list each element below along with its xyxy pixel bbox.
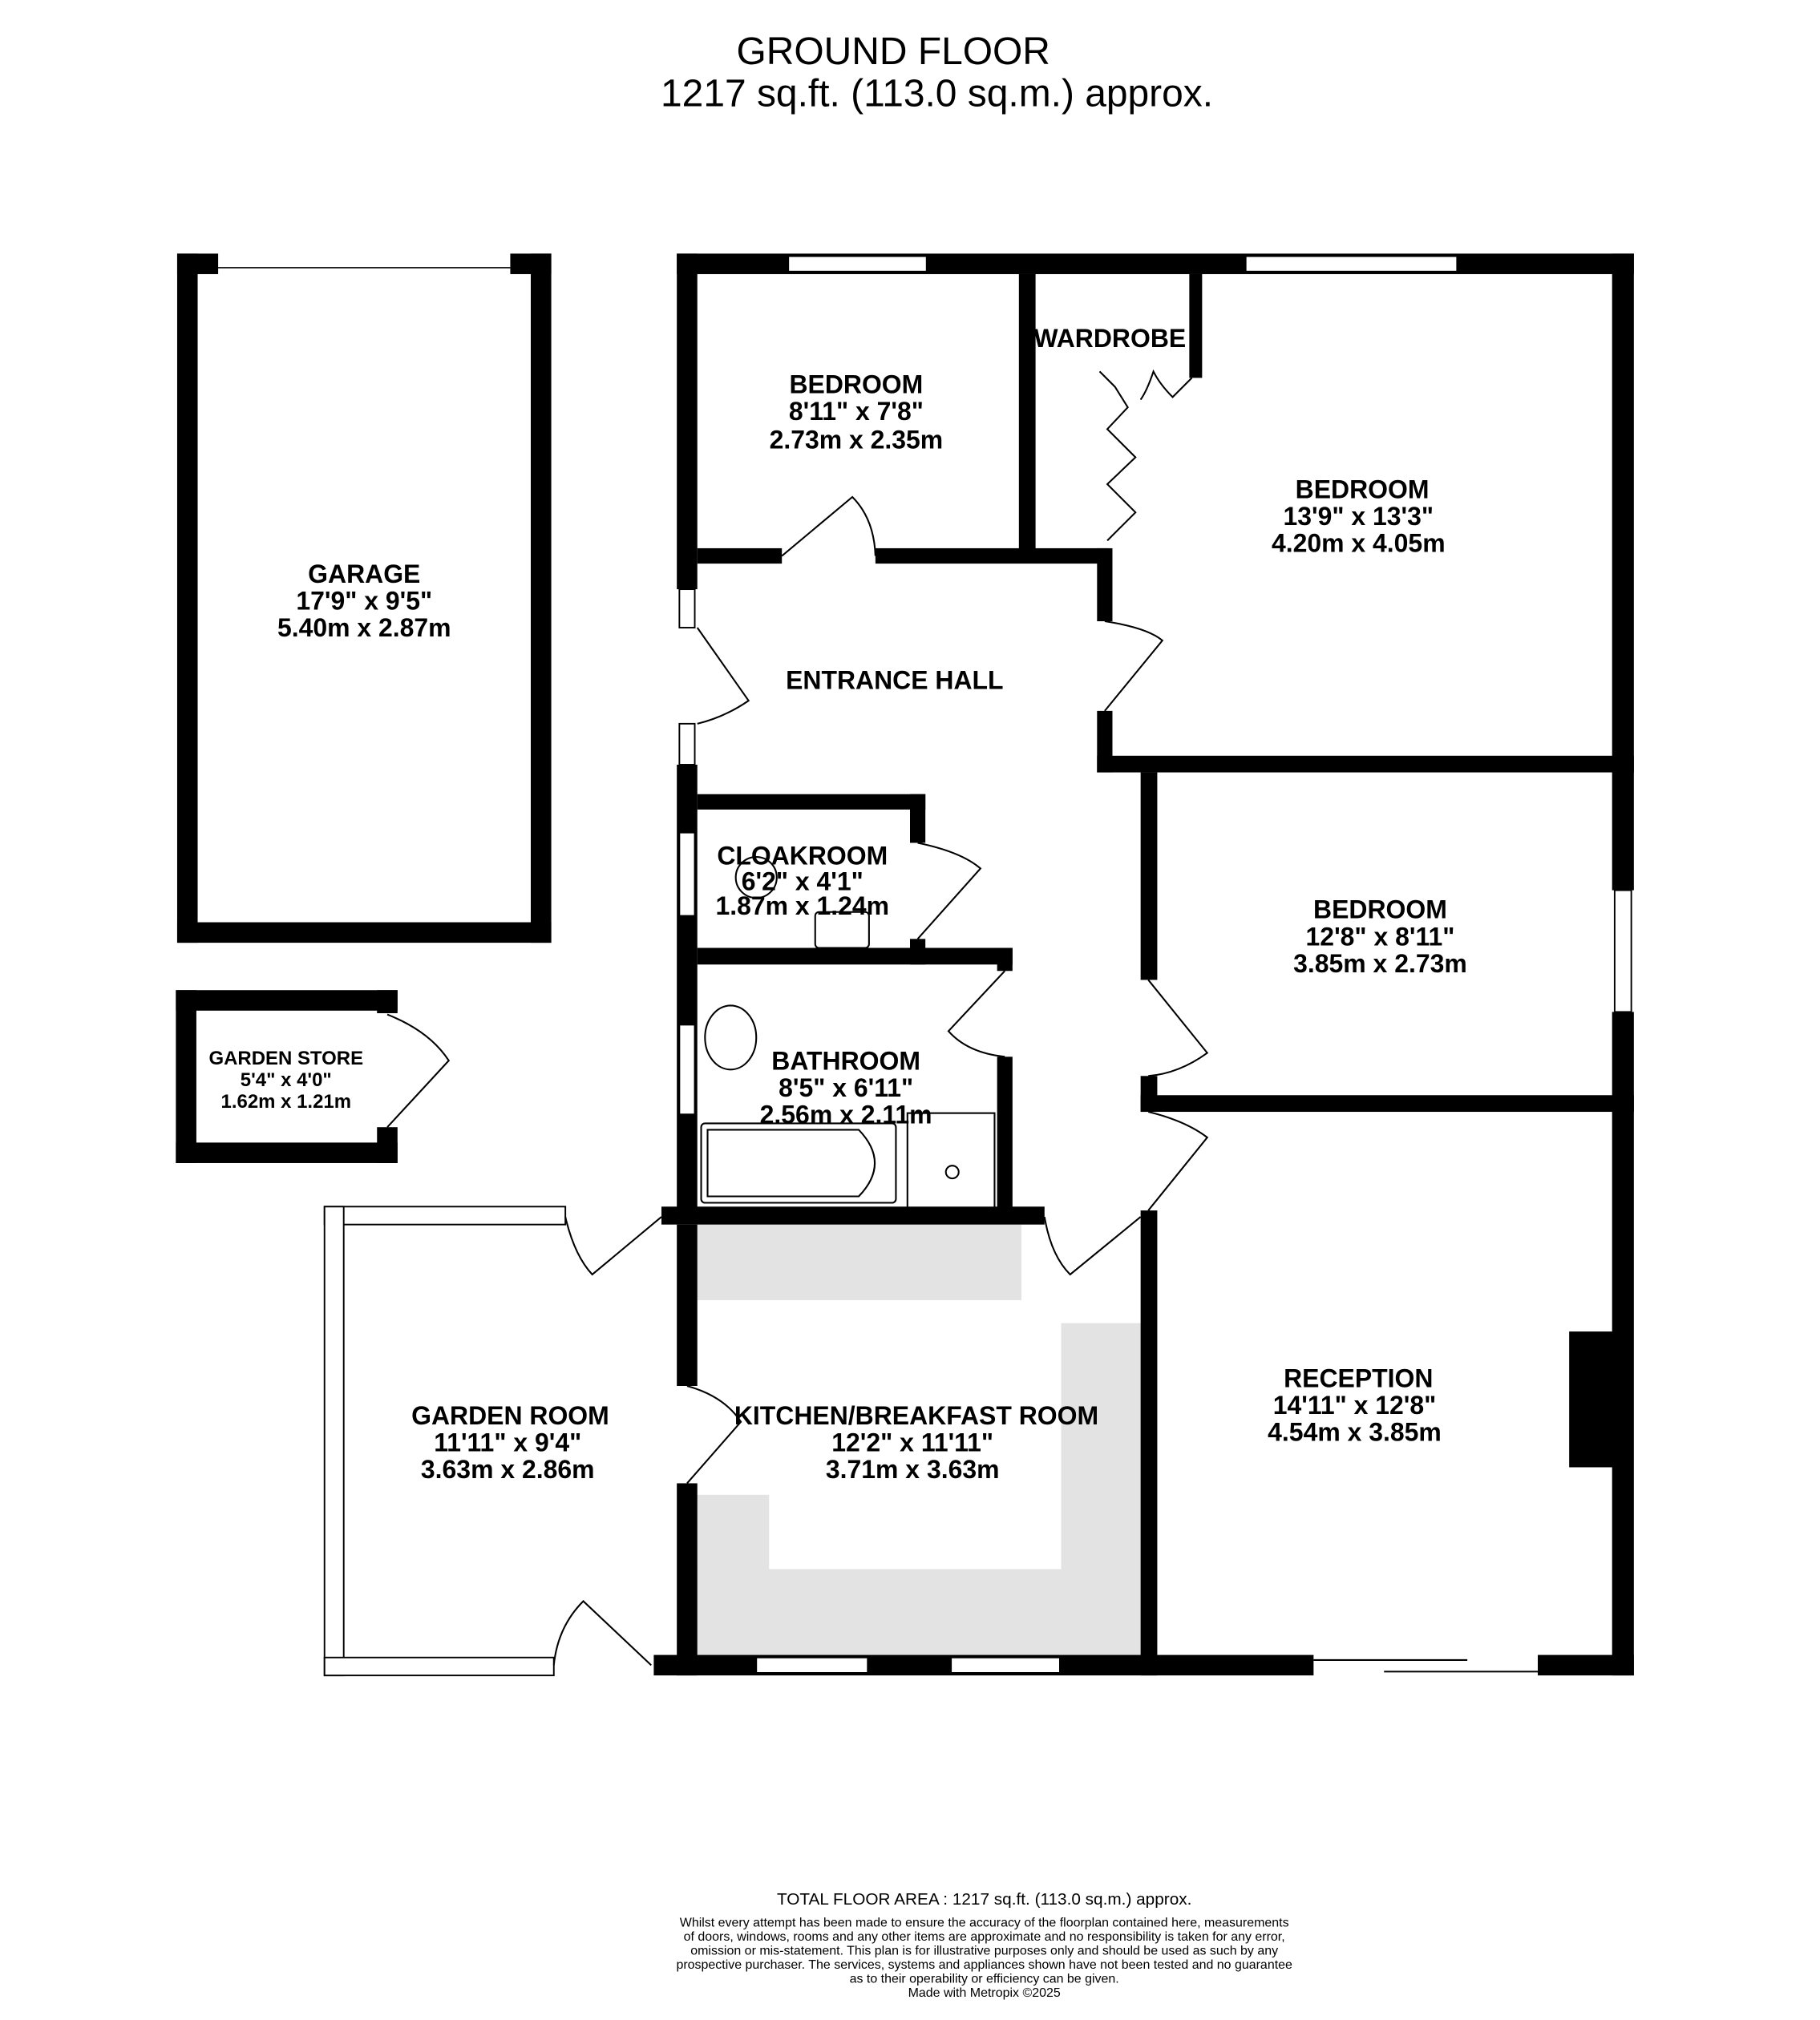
svg-text:2.73m x 2.35m: 2.73m x 2.35m: [770, 425, 944, 454]
svg-text:2.56m x 2.11m: 2.56m x 2.11m: [760, 1100, 932, 1129]
label-kitchen: KITCHEN/BREAKFAST ROOM 12'2" x 11'11" 3.…: [734, 1401, 1098, 1484]
svg-text:5.40m x 2.87m: 5.40m x 2.87m: [277, 613, 451, 642]
svg-text:12'2" x 11'11": 12'2" x 11'11": [831, 1428, 993, 1457]
kitchen-units: [697, 1224, 1141, 1655]
disclaimer-line: omission or mis-statement. This plan is …: [690, 1945, 1278, 1958]
svg-text:8'11" x 7'8": 8'11" x 7'8": [789, 397, 924, 426]
svg-text:3.63m x 2.86m: 3.63m x 2.86m: [421, 1455, 595, 1484]
label-garden-store: GARDEN STORE 5'4" x 4'0" 1.62m x 1.21m: [209, 1048, 364, 1113]
disclaimer-line: of doors, windows, rooms and any other i…: [684, 1930, 1285, 1944]
svg-text:12'8" x 8'11": 12'8" x 8'11": [1306, 922, 1455, 951]
label-garden-room: GARDEN ROOM 11'11" x 9'4" 3.63m x 2.86m: [411, 1401, 609, 1484]
svg-text:17'9" x 9'5": 17'9" x 9'5": [296, 587, 432, 616]
svg-text:14'11" x 12'8": 14'11" x 12'8": [1273, 1391, 1437, 1420]
svg-text:BEDROOM: BEDROOM: [1313, 895, 1447, 924]
doors: [552, 369, 1209, 1666]
garden-store-walls: [176, 990, 451, 1163]
credit: Made with Metropix ©2025: [908, 1986, 1061, 2000]
disclaimer-line: prospective purchaser. The services, sys…: [676, 1958, 1292, 1972]
label-wardrobe: WARDROBE: [1033, 324, 1186, 353]
bath-icon: [700, 1122, 897, 1204]
header: GROUND FLOOR 1217 sq.ft. (113.0 sq.m.) a…: [661, 30, 1213, 115]
svg-text:RECEPTION: RECEPTION: [1284, 1364, 1433, 1393]
room-labels: GARAGE 17'9" x 9'5" 5.40m x 2.87m GARDEN…: [209, 324, 1467, 1484]
floor-title: GROUND FLOOR: [737, 30, 1050, 73]
house-walls: [653, 253, 1634, 1676]
svg-text:CLOAKROOM: CLOAKROOM: [717, 842, 888, 871]
svg-text:13'9" x 13'3": 13'9" x 13'3": [1284, 502, 1434, 531]
svg-text:BATHROOM: BATHROOM: [771, 1046, 920, 1075]
svg-text:8'5" x 6'11": 8'5" x 6'11": [779, 1073, 913, 1102]
svg-text:BEDROOM: BEDROOM: [1296, 475, 1430, 504]
svg-text:5'4" x 4'0": 5'4" x 4'0": [241, 1069, 332, 1091]
label-garage: GARAGE 17'9" x 9'5" 5.40m x 2.87m: [277, 560, 451, 642]
svg-text:GARDEN STORE: GARDEN STORE: [209, 1048, 364, 1069]
footer: TOTAL FLOOR AREA : 1217 sq.ft. (113.0 sq…: [676, 1890, 1292, 2000]
label-bedroom-2: BEDROOM 13'9" x 13'3" 4.20m x 4.05m: [1272, 475, 1446, 558]
svg-text:1.62m x 1.21m: 1.62m x 1.21m: [221, 1091, 351, 1113]
label-bedroom-3: BEDROOM 12'8" x 8'11" 3.85m x 2.73m: [1293, 895, 1467, 978]
label-cloakroom: CLOAKROOM 6'2" x 4'1" 1.87m x 1.24m: [715, 842, 889, 920]
svg-text:3.71m x 3.63m: 3.71m x 3.63m: [826, 1455, 1000, 1484]
svg-text:6'2" x 4'1": 6'2" x 4'1": [742, 867, 863, 896]
label-entrance-hall: ENTRANCE HALL: [786, 666, 1003, 695]
label-reception: RECEPTION 14'11" x 12'8" 4.54m x 3.85m: [1268, 1364, 1442, 1447]
shower-icon: [906, 1112, 996, 1209]
fireplace-icon: [1582, 1335, 1612, 1464]
svg-text:GARAGE: GARAGE: [308, 560, 420, 588]
svg-text:KITCHEN/BREAKFAST ROOM: KITCHEN/BREAKFAST ROOM: [734, 1401, 1098, 1430]
garden-store-door: [386, 1013, 451, 1128]
disclaimer-line: as to their operability or efficiency ca…: [850, 1973, 1119, 1986]
svg-text:BEDROOM: BEDROOM: [789, 370, 923, 399]
svg-text:GARDEN ROOM: GARDEN ROOM: [411, 1401, 609, 1430]
label-bathroom: BATHROOM 8'5" x 6'11" 2.56m x 2.11m: [760, 1046, 932, 1129]
floor-area: 1217 sq.ft. (113.0 sq.m.) approx.: [661, 73, 1213, 115]
fixtures: [700, 856, 1613, 1468]
svg-text:4.20m x 4.05m: 4.20m x 4.05m: [1272, 529, 1446, 558]
toilet-icon: [734, 856, 778, 899]
disclaimer-line: Whilst every attempt has been made to en…: [680, 1916, 1289, 1929]
svg-text:3.85m x 2.73m: 3.85m x 2.73m: [1293, 949, 1467, 978]
cloakroom-basin-icon: [814, 911, 870, 949]
basin-icon: [704, 1004, 758, 1071]
svg-text:4.54m x 3.85m: 4.54m x 3.85m: [1268, 1418, 1442, 1447]
garden-room-frame: [323, 1206, 567, 1677]
svg-text:11'11" x 9'4": 11'11" x 9'4": [434, 1428, 581, 1457]
garage-walls: [176, 253, 552, 943]
total-floor-area: TOTAL FLOOR AREA : 1217 sq.ft. (113.0 sq…: [777, 1890, 1191, 1909]
svg-text:1.87m x 1.24m: 1.87m x 1.24m: [715, 891, 889, 920]
label-bedroom-1: BEDROOM 8'11" x 7'8" 2.73m x 2.35m: [770, 370, 944, 454]
